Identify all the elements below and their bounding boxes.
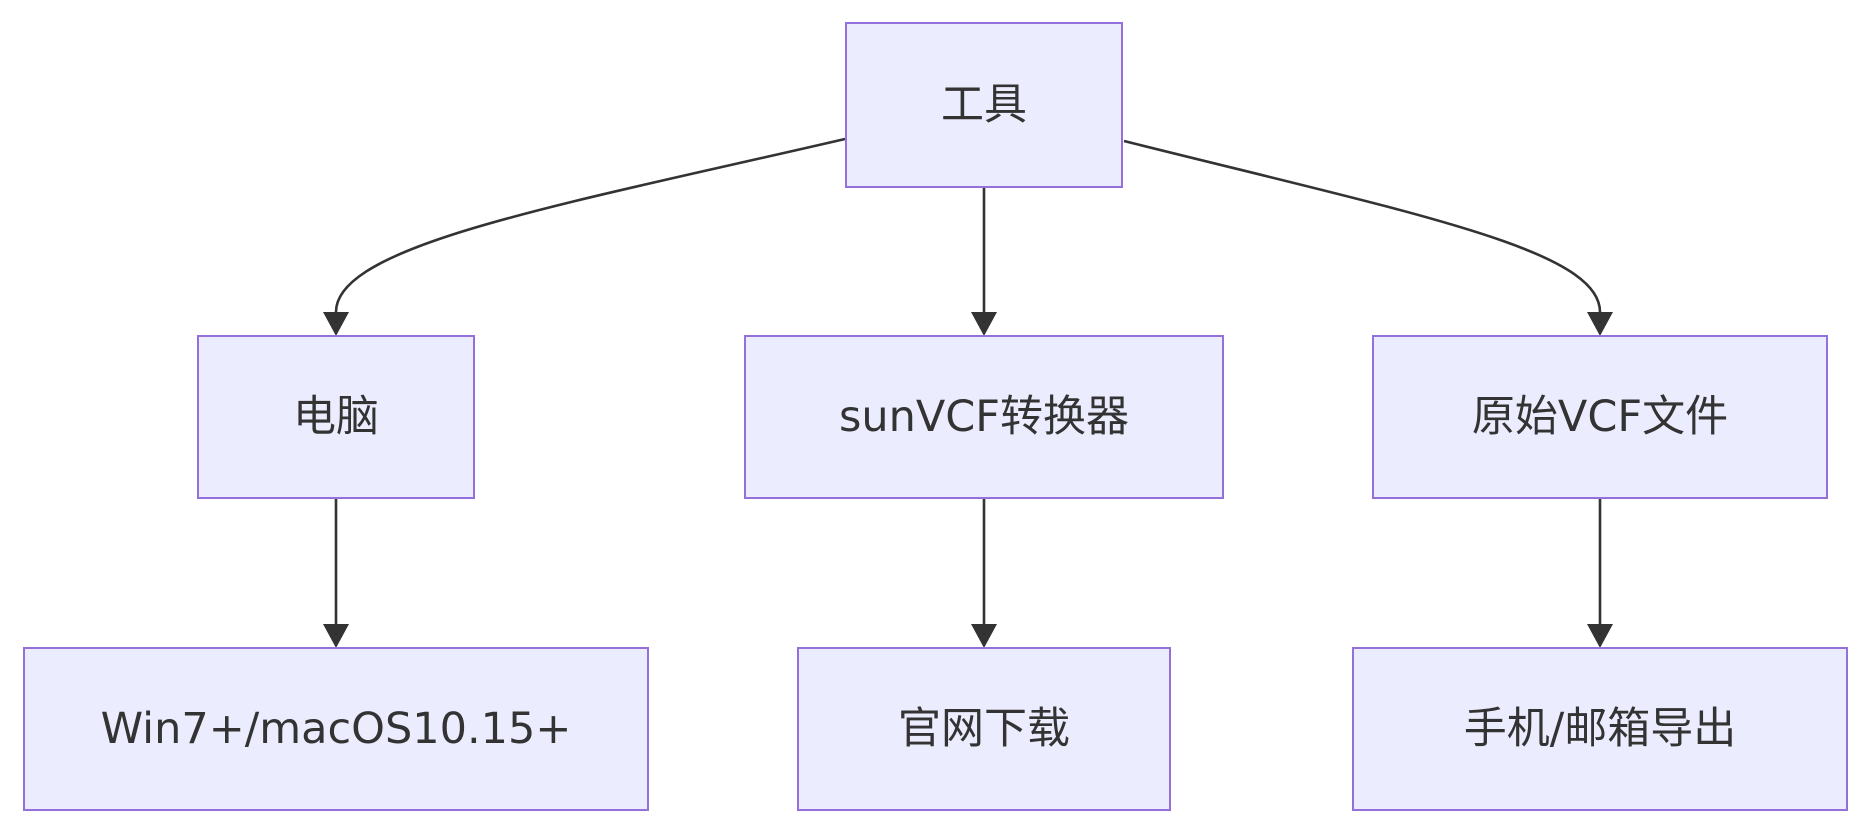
node-download: 官网下载: [797, 647, 1171, 811]
arrowhead-vcffile: [1587, 312, 1613, 336]
edge-tools-computer: [334, 137, 846, 313]
node-converter: sunVCF转换器: [744, 335, 1224, 499]
node-vcf-file-label: 原始VCF文件: [1471, 391, 1729, 442]
node-download-label: 官网下载: [898, 703, 1070, 754]
node-tools-label: 工具: [941, 79, 1027, 130]
node-vcf-file: 原始VCF文件: [1372, 335, 1828, 499]
edge-tools-vcffile: [1123, 139, 1602, 313]
arrowhead-download: [971, 624, 997, 648]
node-tools: 工具: [845, 22, 1123, 188]
node-os-requirement-label: Win7+/macOS10.15+: [100, 703, 572, 754]
arrowhead-converter: [971, 312, 997, 336]
node-converter-label: sunVCF转换器: [838, 391, 1130, 442]
node-export-label: 手机/邮箱导出: [1463, 703, 1737, 754]
node-export: 手机/邮箱导出: [1352, 647, 1848, 811]
arrowhead-osreq: [323, 624, 349, 648]
node-os-requirement: Win7+/macOS10.15+: [23, 647, 649, 811]
node-computer: 电脑: [197, 335, 475, 499]
node-computer-label: 电脑: [293, 391, 379, 442]
arrowhead-export: [1587, 624, 1613, 648]
arrowhead-computer: [323, 312, 349, 336]
